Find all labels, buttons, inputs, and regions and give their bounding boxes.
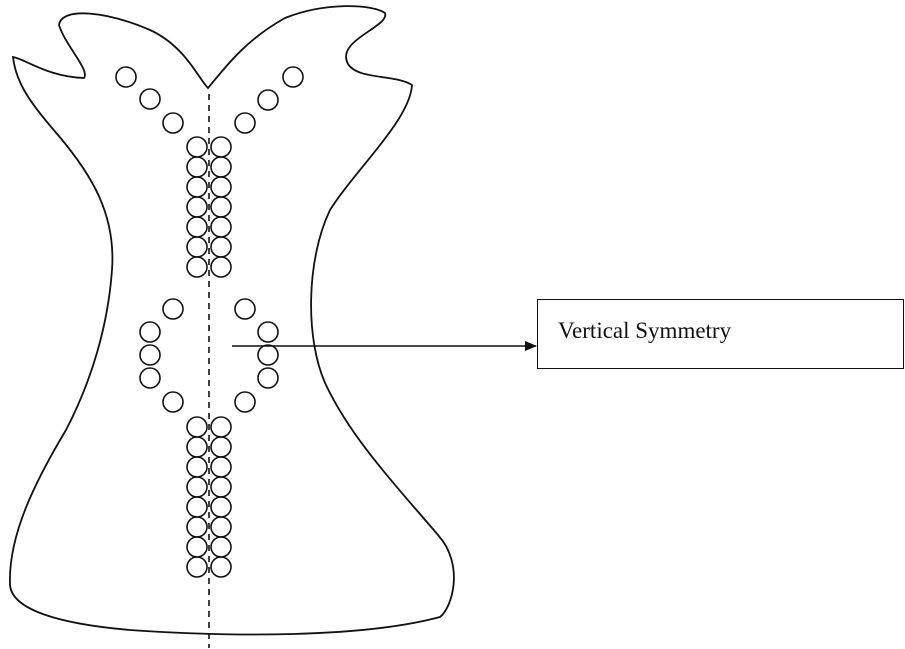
bead-circle xyxy=(187,197,207,217)
bead-circle xyxy=(211,257,231,277)
bead-circle xyxy=(211,197,231,217)
bead-circle xyxy=(258,345,278,365)
bead-circle xyxy=(211,417,231,437)
bead-circle xyxy=(187,237,207,257)
annotation-label: Vertical Symmetry xyxy=(558,318,731,344)
bead-circle xyxy=(211,517,231,537)
garment-outline xyxy=(10,6,454,634)
bead-circle xyxy=(211,477,231,497)
bead-circle xyxy=(211,177,231,197)
bead-circle xyxy=(187,517,207,537)
bead-circle xyxy=(187,157,207,177)
bead-circle xyxy=(211,237,231,257)
bead-circle xyxy=(187,457,207,477)
bead-circle xyxy=(187,417,207,437)
bead-circle xyxy=(163,299,183,319)
bead-circle xyxy=(235,392,255,412)
bead-circle xyxy=(140,322,160,342)
bead-circle xyxy=(187,437,207,457)
bead-circle xyxy=(211,437,231,457)
bead-circle xyxy=(187,497,207,517)
bead-circle xyxy=(116,67,136,87)
bead-circle xyxy=(163,113,183,133)
bead-circle xyxy=(163,392,183,412)
bead-circle xyxy=(235,113,255,133)
bead-circle xyxy=(211,137,231,157)
bead-circle xyxy=(235,299,255,319)
bead-circle xyxy=(140,345,160,365)
bead-circle xyxy=(211,557,231,577)
bead-circle xyxy=(187,537,207,557)
bead-circle xyxy=(187,177,207,197)
bead-circle xyxy=(187,477,207,497)
bead-circle xyxy=(283,67,303,87)
bead-circle xyxy=(258,90,278,110)
bead-circle xyxy=(187,217,207,237)
annotation-box: Vertical Symmetry xyxy=(537,299,904,369)
bead-circle xyxy=(211,497,231,517)
bead-circle xyxy=(187,557,207,577)
bead-circle xyxy=(140,368,160,388)
bead-circle xyxy=(187,137,207,157)
bead-circle xyxy=(258,322,278,342)
bead-circle xyxy=(211,457,231,477)
bead-circle xyxy=(187,257,207,277)
bead-circle xyxy=(211,537,231,557)
bead-circle xyxy=(258,368,278,388)
bead-circle xyxy=(211,157,231,177)
bead-circle xyxy=(140,89,160,109)
bead-circle xyxy=(211,217,231,237)
